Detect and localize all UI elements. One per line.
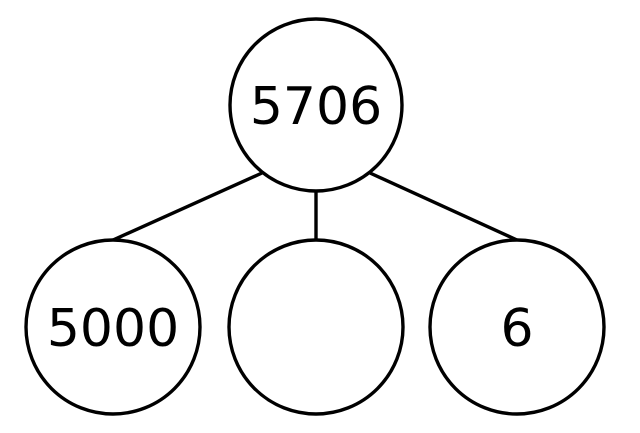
child-node-label-ones: 6 [500,299,533,359]
parent-node-label: 5706 [250,77,382,137]
connector-right [369,171,518,242]
child-circle-hundreds-blank [227,238,405,416]
child-node-ones[interactable]: 6 [428,238,606,416]
child-node-thousands[interactable]: 5000 [24,238,202,416]
child-circle-thousands [24,238,202,416]
connector-group [112,171,518,242]
child-circle-ones [428,238,606,416]
parent-circle [228,17,404,193]
connector-left [112,171,263,242]
child-node-hundreds-blank[interactable] [227,238,405,416]
child-node-label-thousands: 5000 [47,299,179,359]
parent-node[interactable]: 5706 [228,17,404,193]
